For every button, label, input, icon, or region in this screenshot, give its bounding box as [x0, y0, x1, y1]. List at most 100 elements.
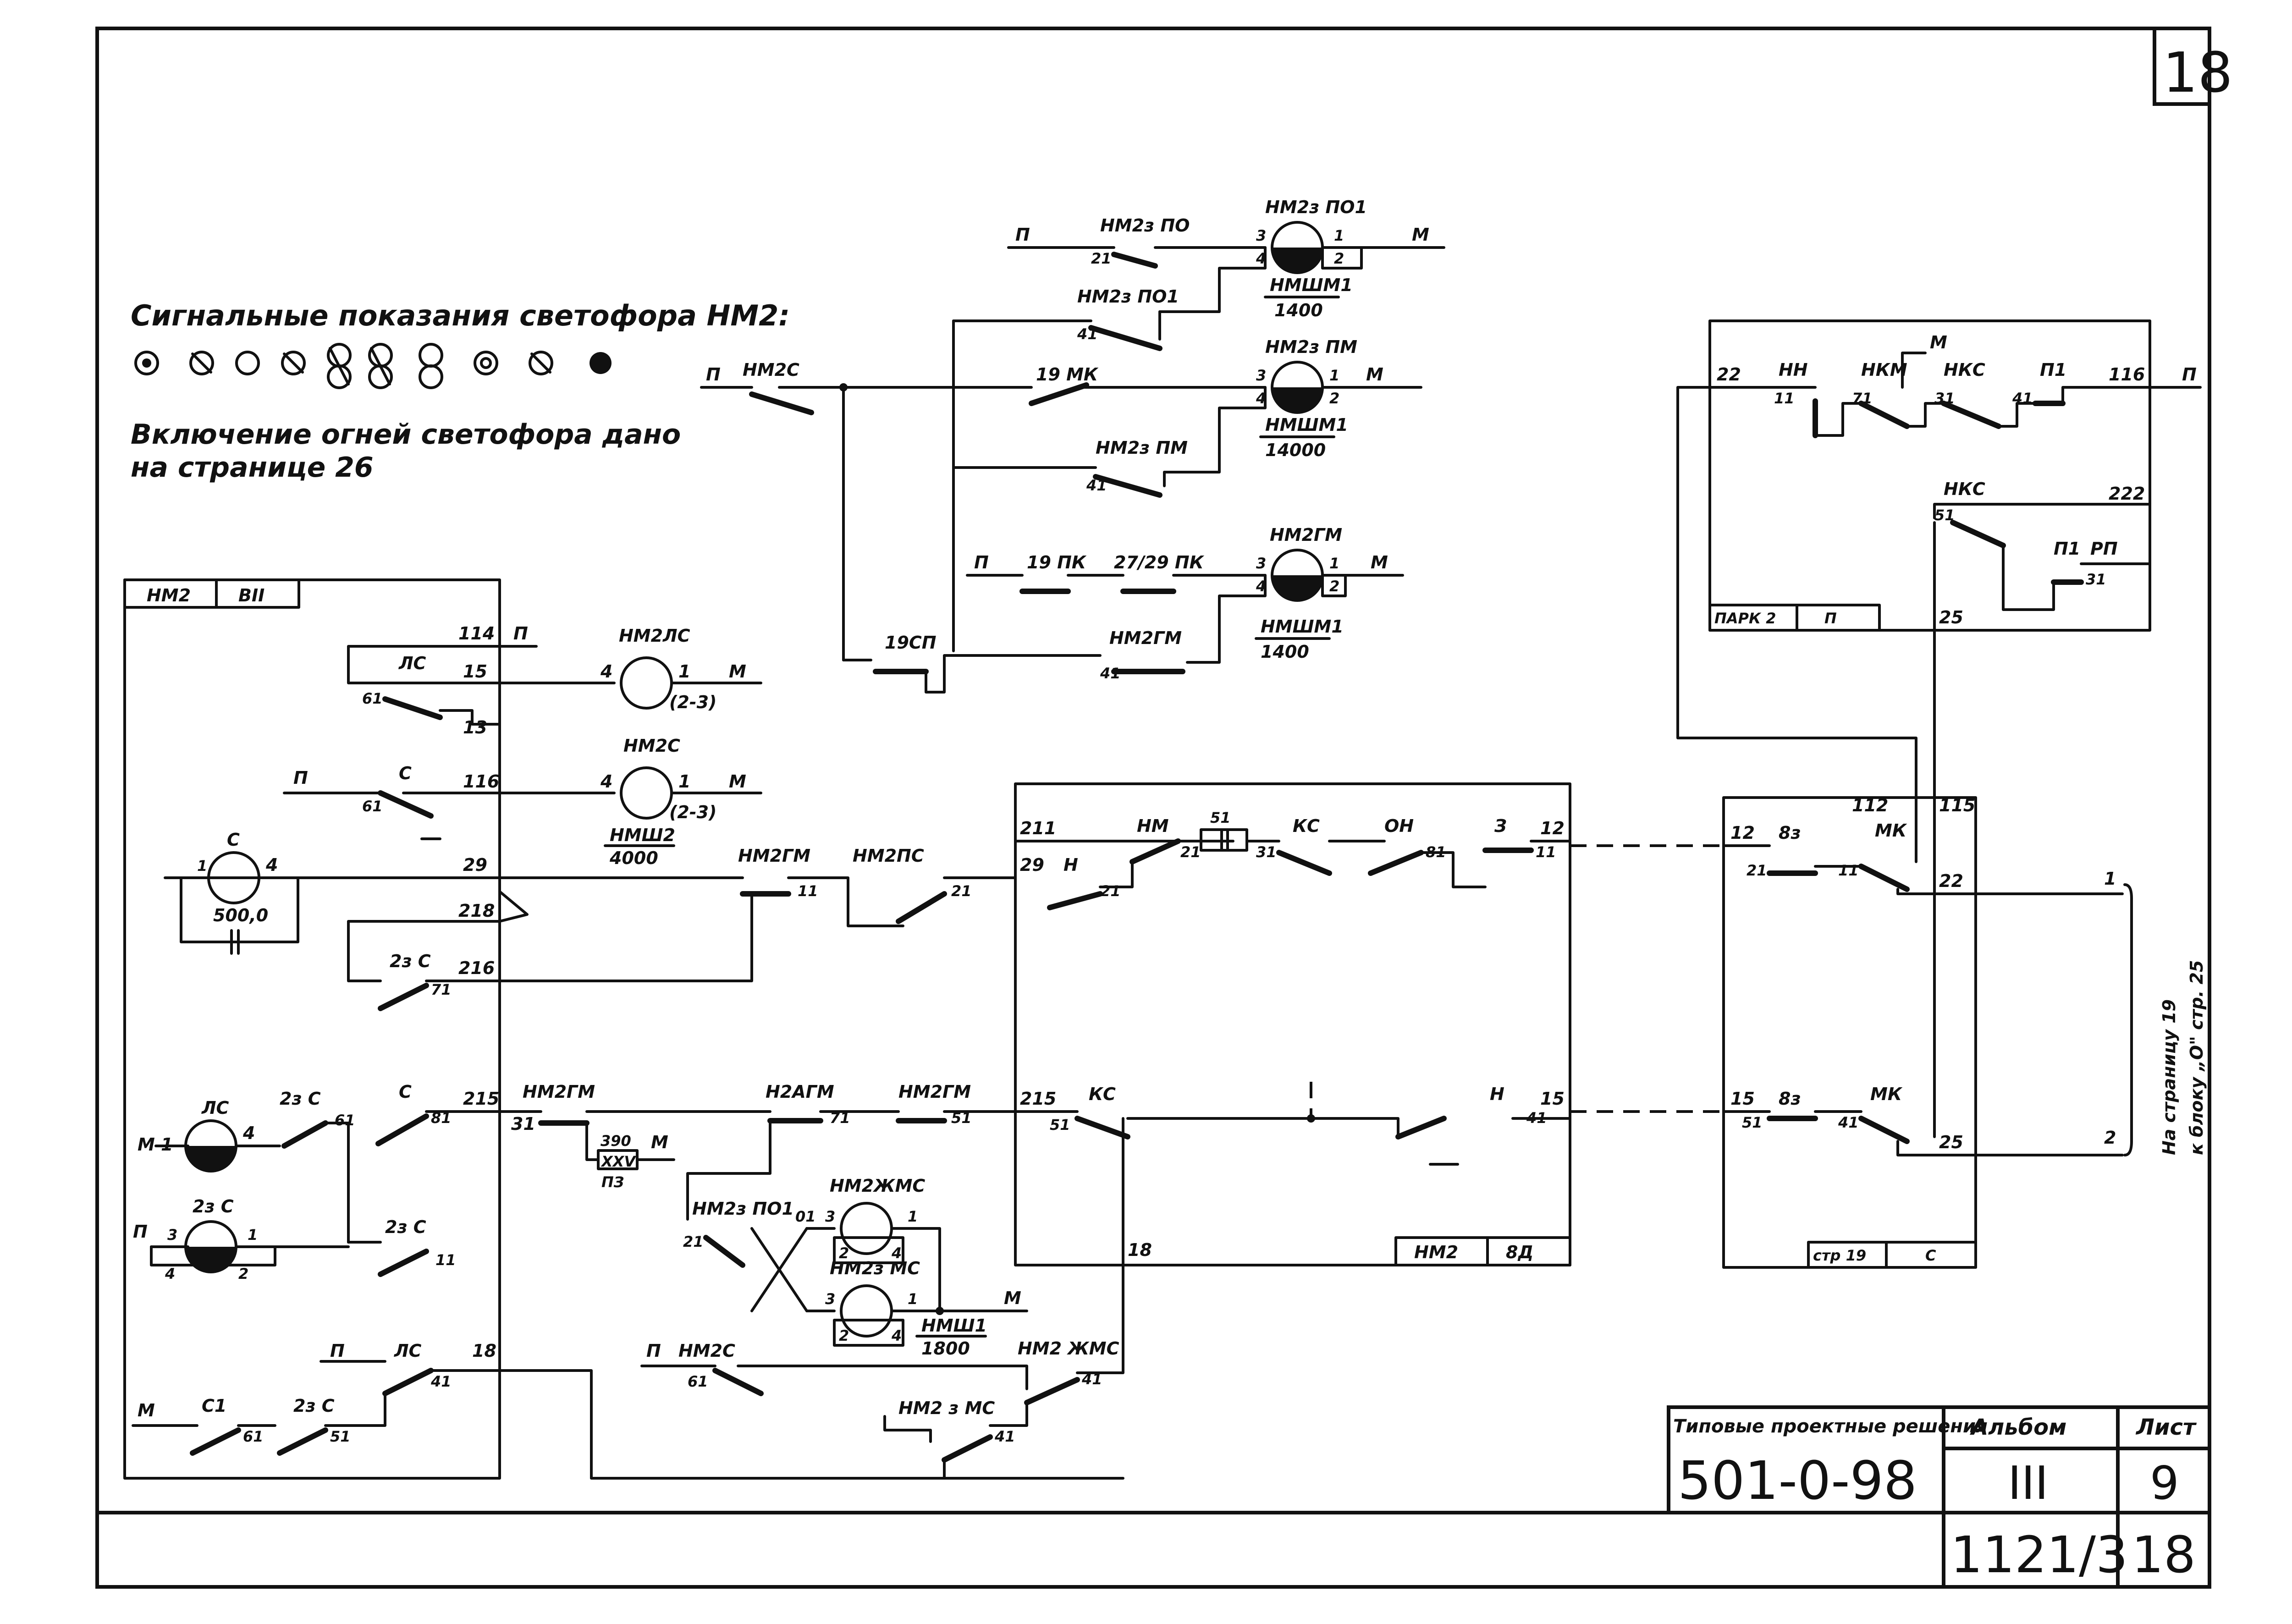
- term-112: 112: [1852, 795, 1888, 815]
- term-390: 390: [601, 1132, 631, 1150]
- term-222: 222: [2109, 484, 2145, 504]
- side-note-line-1: На страницу 19: [2159, 999, 2179, 1155]
- term-116-park: 116: [2109, 364, 2145, 385]
- term-11-nn: 11: [1774, 390, 1795, 407]
- term-41-ls: 41: [430, 1373, 452, 1390]
- block-park2-label: ПАРК 2: [1714, 610, 1776, 627]
- contact-ks-51: [1074, 1116, 1130, 1140]
- label-nm2zms-41: НМ2 з МС: [898, 1398, 995, 1418]
- note-title: Сигнальные показания светофора НМ2:: [131, 299, 790, 332]
- term-41-mk: 41: [1838, 1114, 1859, 1131]
- term-11-nm2gm: 11: [798, 882, 818, 900]
- term-51-2zs: 51: [330, 1428, 351, 1445]
- term-71: 71: [431, 981, 452, 998]
- term-p-116: П: [293, 768, 308, 788]
- term-216: 216: [458, 958, 495, 978]
- zpm-2: 2: [1329, 390, 1339, 407]
- contact-ls-41: [382, 1368, 434, 1396]
- zms-3: 3: [825, 1290, 835, 1308]
- term-31-rp: 31: [2086, 571, 2106, 588]
- term-61-ls: 61: [362, 690, 383, 707]
- label-nkm: НКМ: [1861, 360, 1907, 380]
- term-115: 115: [1939, 795, 1975, 815]
- block-str19-label: стр 19: [1813, 1247, 1866, 1264]
- contact-n-41: [1395, 1116, 1447, 1140]
- label-nm2ps: НМ2ПС: [853, 846, 924, 866]
- typical-label: Типовые проектные решения: [1673, 1416, 1988, 1437]
- contact-2zs-61: [281, 1120, 328, 1149]
- term-25-park: 25: [1939, 607, 1963, 628]
- project-code: 501-0-98: [1678, 1450, 1917, 1512]
- lamp-nm2zhms-label: НМ2ЖМС: [830, 1176, 925, 1196]
- gm-2: 2: [1329, 578, 1339, 595]
- zpo1-res: 1400: [1274, 300, 1323, 320]
- contact-2zs-51: [277, 1427, 328, 1456]
- term-m-s1: М: [138, 1400, 155, 1420]
- doc-number: 1121/3: [1950, 1525, 2128, 1584]
- gm-res: 1400: [1261, 642, 1309, 662]
- block-nm2-vii-label: НМ2: [147, 585, 191, 606]
- sheet-label: Лист: [2135, 1415, 2197, 1440]
- term-21-nm2ps: 21: [951, 882, 972, 900]
- signal-indications: [134, 343, 612, 389]
- term-xxv: XXV: [601, 1153, 636, 1170]
- label-19mk: 19 МК: [1036, 364, 1099, 385]
- term-21-zpo: 21: [1091, 250, 1112, 267]
- contact-s-81: [375, 1113, 429, 1146]
- contact-nks-51: [1950, 520, 2006, 548]
- term-114: 114: [458, 623, 495, 644]
- label-2zs-4: 2з С: [293, 1396, 335, 1416]
- term-p-2zs: П: [133, 1222, 148, 1242]
- label-s1: С1: [202, 1396, 226, 1416]
- contact-nm-21: [1129, 838, 1181, 864]
- lamp-nm2s-1: 1: [678, 771, 690, 792]
- term-41-p1: 41: [2012, 390, 2033, 407]
- zhms-1: 1: [908, 1208, 918, 1225]
- term-01: 01: [795, 1208, 816, 1225]
- contact-mk-11: [1858, 864, 1910, 892]
- label-2729pk: 27/29 ПК: [1114, 552, 1205, 573]
- term-p-top: П: [1015, 225, 1030, 245]
- zpo1-rating: НМШМ1: [1270, 275, 1353, 295]
- label-mk-top: МК: [1875, 820, 1907, 841]
- term-215-left: 215: [463, 1089, 499, 1109]
- contact-ls-61: [382, 696, 443, 720]
- corner-number-box: [2153, 27, 2211, 106]
- label-s-2: С: [399, 1082, 412, 1102]
- lamp-2zs-4: 4: [165, 1265, 175, 1283]
- contact-nm2zpo-21: [1111, 252, 1158, 269]
- label-on: ОН: [1384, 816, 1414, 836]
- zms-1: 1: [908, 1290, 918, 1308]
- label-ls-2: ЛС: [394, 1341, 422, 1361]
- term-21-nm: 21: [1180, 843, 1201, 861]
- term-22-park: 22: [1717, 364, 1741, 385]
- zms-2: 2: [839, 1327, 849, 1344]
- label-nm2zpo: НМ2з ПО: [1100, 215, 1190, 236]
- label-nm2gm-top: НМ2ГМ: [1109, 628, 1182, 648]
- term-31-ks: 31: [1256, 843, 1277, 861]
- term-41-zms: 41: [994, 1428, 1015, 1445]
- term-18-8d: 18: [1128, 1240, 1152, 1260]
- term-m-zpm: М: [1366, 364, 1383, 385]
- label-nks-31: НКС: [1944, 360, 1985, 380]
- label-nm2gm-29: НМ2ГМ: [738, 846, 810, 866]
- zpo1-2: 2: [1334, 250, 1344, 267]
- term-m-390: М: [651, 1132, 668, 1152]
- term-11-z: 11: [1536, 843, 1556, 861]
- contact-on-81: [1368, 850, 1424, 876]
- contact-s-61: [378, 790, 434, 819]
- term-11-mk: 11: [1838, 862, 1859, 879]
- term-61-2zs: 61: [335, 1112, 355, 1129]
- term-m-zpo1: М: [1412, 225, 1429, 245]
- block-nm2-8d-label: НМ2: [1414, 1242, 1458, 1262]
- block-nm2-vii: [123, 578, 501, 1480]
- term-p-nm2s-61: П: [646, 1341, 661, 1361]
- lamp-ls-4: 4: [242, 1123, 255, 1143]
- label-n-bottom: Н: [1490, 1084, 1504, 1104]
- contact-nm2s-top: [749, 391, 814, 415]
- lamp-nm2ls-1: 1: [678, 661, 690, 682]
- contact-nm2zpm-41: [1093, 474, 1163, 498]
- label-19pk: 19 ПК: [1027, 552, 1087, 573]
- contact-mk-41: [1858, 1116, 1910, 1144]
